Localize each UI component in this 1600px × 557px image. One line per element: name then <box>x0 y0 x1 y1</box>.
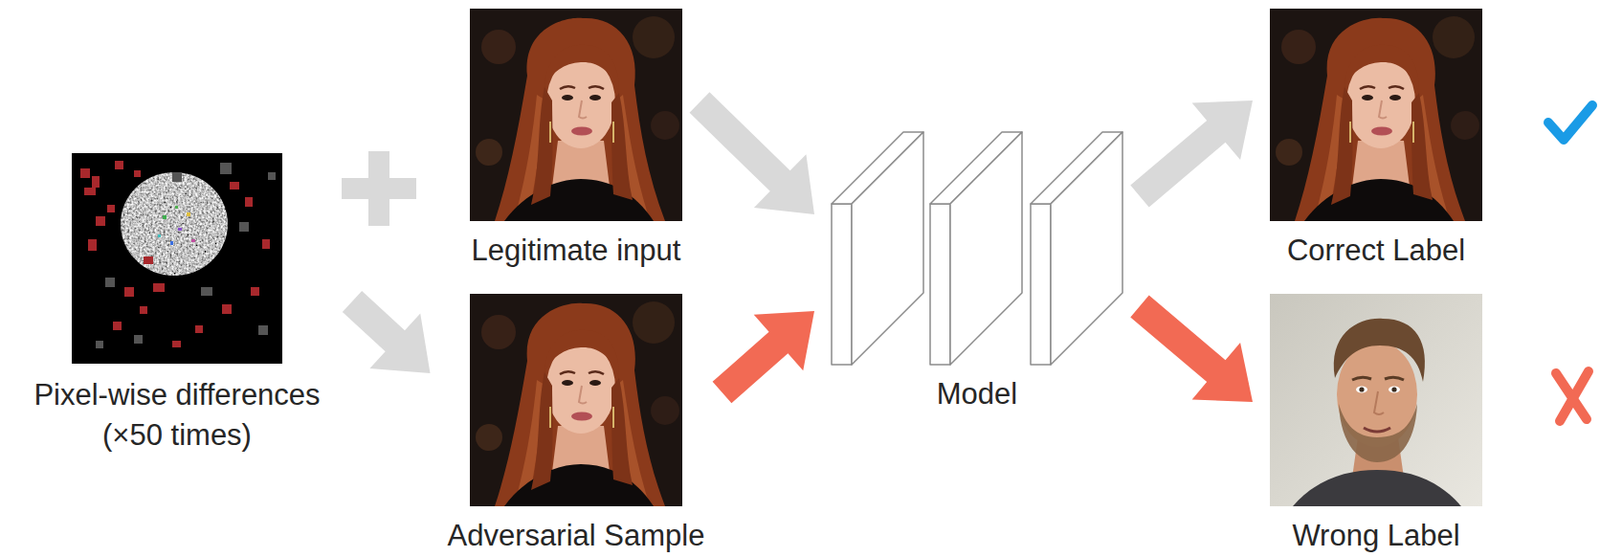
image-area <box>1269 8 1483 222</box>
model-box: Model <box>814 124 1140 414</box>
legitimate-photo <box>469 8 683 222</box>
caption-text: Pixel-wise differences (×50 times) <box>19 375 335 456</box>
block-arrow <box>1130 100 1253 207</box>
correct-photo <box>1269 8 1483 222</box>
plus-sign <box>341 151 417 226</box>
image-box: Correct Label <box>1252 0 1500 270</box>
caption-text: Legitimate input <box>471 232 682 268</box>
caption-text: Correct Label <box>1287 232 1466 268</box>
cross-mark <box>1555 371 1589 422</box>
image-area <box>447 293 706 507</box>
check-mark <box>1548 105 1593 140</box>
block-arrow <box>342 290 431 374</box>
image-box: Wrong Label <box>1252 286 1500 556</box>
image-area <box>19 153 335 364</box>
block-arrow <box>689 91 815 215</box>
caption-text: Adversarial Sample <box>447 517 706 554</box>
wrong-photo <box>1269 293 1483 507</box>
image-area <box>831 132 1123 365</box>
image-box: Adversarial Sample <box>430 286 723 556</box>
noise-image-box: Pixel-wise differences (×50 times) <box>1 145 353 458</box>
image-area <box>469 8 683 222</box>
image-area <box>1269 293 1483 507</box>
block-arrow <box>1130 295 1253 402</box>
adversarial-photo <box>469 293 683 507</box>
block-arrow <box>712 311 815 403</box>
model-layers <box>831 132 1123 365</box>
image-box: Legitimate input <box>452 0 700 270</box>
caption-text: Model <box>936 376 1018 412</box>
noise-image <box>71 153 283 364</box>
caption-text: Wrong Label <box>1291 517 1460 554</box>
